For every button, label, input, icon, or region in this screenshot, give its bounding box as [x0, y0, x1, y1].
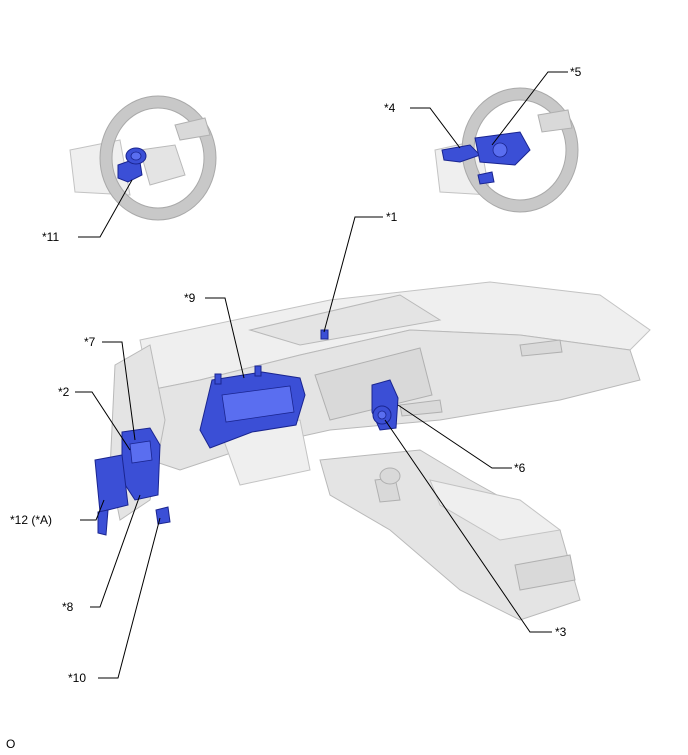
steering-wheel-view-right — [434, 87, 579, 213]
component-11 — [117, 147, 147, 183]
callout-2: *2 — [58, 385, 70, 399]
leader-lines — [75, 71, 568, 679]
callout-10: *10 — [68, 671, 86, 685]
dashboard-view — [109, 281, 651, 621]
component-4-5 — [441, 131, 531, 185]
callout-9: *9 — [184, 291, 196, 305]
callout-4: *4 — [384, 101, 396, 115]
callout-5: *5 — [570, 65, 582, 79]
callout-11: *11 — [42, 230, 59, 244]
component-10 — [155, 506, 171, 525]
figure-code: O — [6, 737, 15, 751]
callout-12: *12 (*A) — [10, 513, 52, 527]
callout-7: *7 — [84, 335, 96, 349]
callout-1: *1 — [386, 210, 398, 224]
callout-3: *3 — [555, 625, 567, 639]
callout-8: *8 — [62, 600, 74, 614]
component-2-7-8 — [121, 427, 161, 501]
component-12 — [94, 454, 129, 536]
callout-6: *6 — [514, 461, 526, 475]
steering-wheel-view-left — [69, 95, 217, 221]
component-6-3 — [371, 379, 399, 431]
component-9 — [199, 365, 306, 449]
